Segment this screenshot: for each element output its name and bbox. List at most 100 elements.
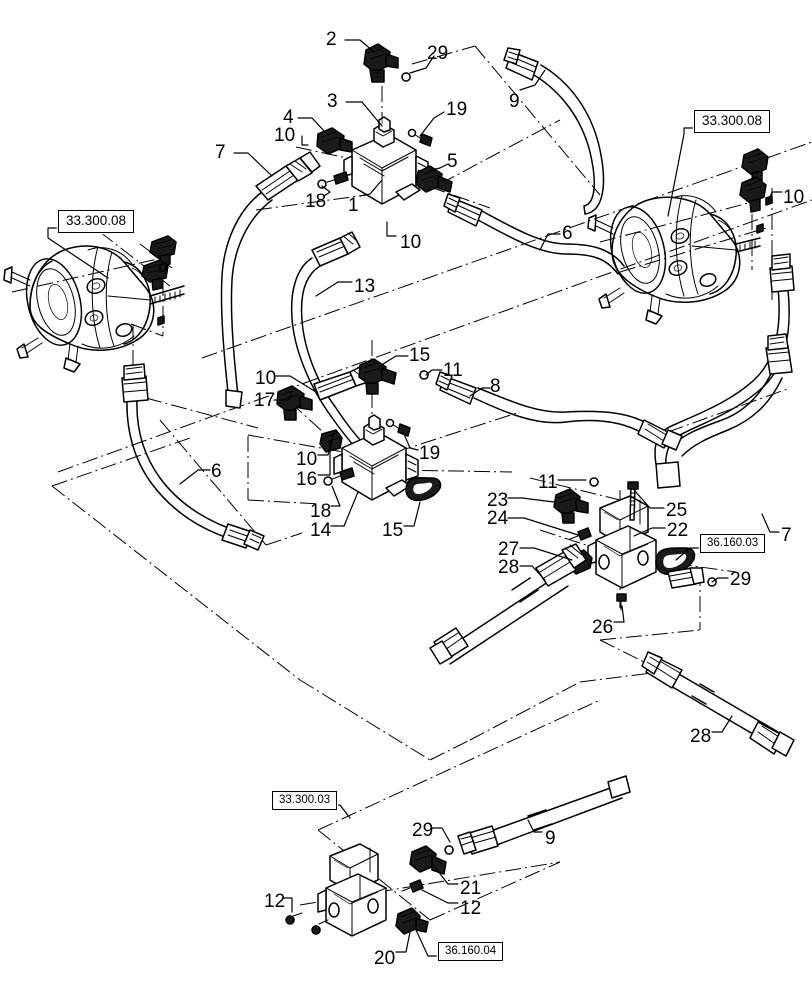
callout-c-7b: 7 [781,525,792,546]
leader-13 [315,281,353,297]
hose-9-top-ferrule [503,47,539,81]
callout-c-4: 4 [283,107,294,128]
leader-3 [345,101,383,127]
leader-ref-top-left [47,227,109,279]
hose-9-bottom-sleeve [527,809,553,831]
hose-9-bottom-ferrule-left [457,825,499,855]
callout-c-13: 13 [354,276,376,297]
fitting-19-bolt-upper [407,128,433,147]
leader-6b [179,469,211,485]
fitting-right-chamber-lower [739,176,767,213]
leader-29a [409,55,435,74]
reference-box-ref-top-left: 33.300.08 [58,210,135,233]
reference-box-ref-bottom-right: 36.160.04 [438,942,504,962]
reference-box-ref-mid-right: 36.160.03 [700,534,766,554]
fitting-15-banjo-lower [405,476,442,502]
fitting-11-marker-center [419,370,429,380]
callout-c-7a: 7 [215,142,226,163]
brake-chamber-left [3,245,185,373]
leader-29b [711,577,729,583]
brake-chamber-right [587,195,761,325]
leader-4 [297,117,326,133]
callout-c-21: 21 [460,878,482,899]
leader-26 [613,605,625,623]
callout-c-24: 24 [487,508,509,529]
leader-8 [469,387,491,397]
hose-28-upper [429,543,587,665]
leader-10b [386,221,397,237]
callout-c-11b: 11 [538,472,558,493]
callout-c-6b: 6 [211,461,222,482]
leader-5 [429,163,449,171]
callout-c-15a: 15 [409,345,431,366]
callout-c-8: 8 [490,376,501,397]
hose-7-left-end [225,389,243,409]
leader-12b [421,889,459,904]
callout-c-29b: 29 [730,569,752,590]
leader-22 [633,527,666,537]
callout-c-2: 2 [326,29,337,50]
hose-13 [290,231,365,451]
leader-28a [519,565,546,581]
chamber-right-stud-lower [598,287,625,309]
hose-8 [435,371,683,451]
centerline-group-main-diagonal [57,141,812,473]
callout-c-6a: 6 [562,223,573,244]
chamber-left-stud-bottom [63,343,81,373]
hose-13-ferrule [311,231,361,267]
leader-6a [539,233,561,251]
fitting-12-bolt-left [285,912,303,925]
hose-6-left-ferrule-bottom [221,523,265,551]
callout-c-9a: 9 [509,91,520,112]
leader-9b [527,819,543,833]
leader-16 [317,439,331,476]
leader-24 [507,517,579,536]
fitting-29-marker-bottom [444,845,454,855]
callout-c-12a: 12 [264,891,286,912]
fitting-18-bolt-lower [323,467,355,486]
callout-c-16: 16 [296,469,318,490]
callout-c-28b: 28 [690,726,712,747]
hose-6-left [121,363,265,551]
leader-29c [431,827,451,843]
hose-28-upper-ferrule-top [535,543,587,587]
callout-c-5: 5 [447,151,458,172]
leader-2 [344,39,375,53]
leader-15b [403,501,421,527]
callout-c-23: 23 [487,490,509,511]
callout-c-29c: 29 [412,820,434,841]
hose-9-top [503,47,605,215]
leader-10d [275,375,317,393]
leader-11a [425,369,443,376]
callout-c-1: 1 [348,195,359,216]
leader-27 [519,547,573,561]
fitting-26-bolt [616,593,627,611]
leader-ref-mid-right [675,547,701,561]
hose-28-lower-ferrule-top [641,651,683,689]
leader-19b [403,433,419,451]
callout-c-10a: 10 [274,125,296,146]
fitting-2-elbow [363,43,399,83]
valve-block-bottom [317,843,387,937]
hose-8-right-ferrule [637,419,683,451]
leader-ref-top-right [667,127,695,217]
leader-19a [419,111,445,137]
fitting-4-elbow [316,127,353,155]
centerline-group-right-chamber [599,162,791,433]
hose-28-lower-sleeve [691,683,715,705]
leader-ref-bottom-right [415,929,439,957]
hose-28-upper-sleeve [511,577,539,603]
centerline-group-hose6-left [51,419,303,681]
fitting-12-bolt-left2 [311,919,329,935]
leader-23 [507,497,555,503]
fitting-22-banjo [655,547,696,576]
callout-c-15b: 15 [382,520,404,541]
fitting-5-tee [415,165,453,193]
leader-14 [330,491,359,527]
fitting-17-elbow [276,385,313,421]
chamber-left-stud-lower [16,337,43,359]
valve-block-upper [343,116,429,205]
